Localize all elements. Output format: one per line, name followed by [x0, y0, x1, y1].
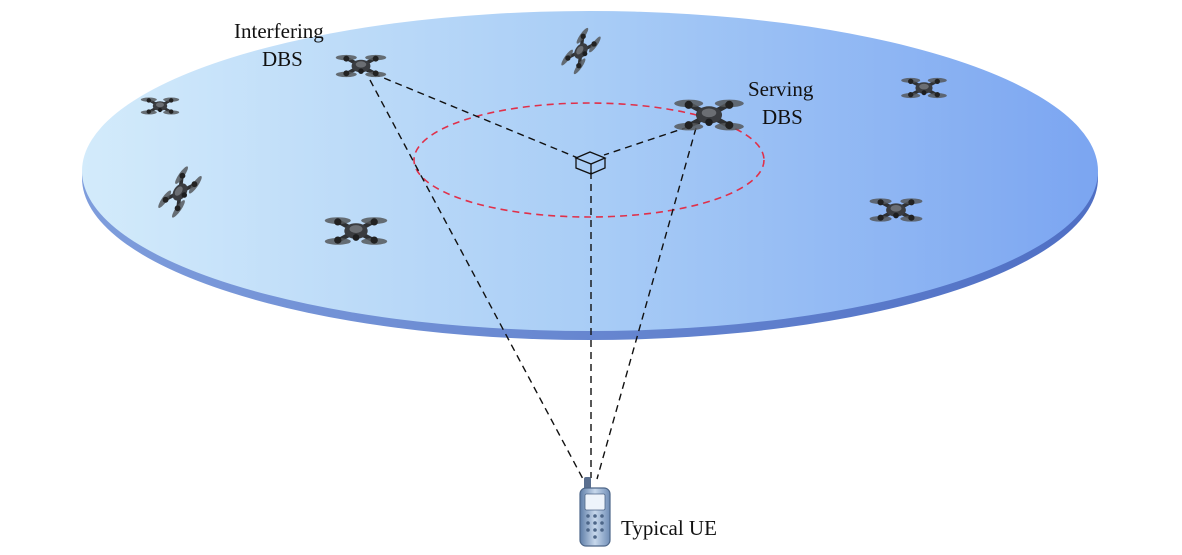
- link-interfering-to-center: [361, 68, 579, 159]
- phone-icon: [579, 477, 611, 547]
- link-interfering-to-ue: [369, 79, 584, 480]
- interfering-label-line1: Interfering: [234, 19, 324, 43]
- serving-label-line2: DBS: [762, 105, 803, 129]
- ue-label: Typical UE: [621, 516, 717, 540]
- serving-label-line1: Serving: [748, 77, 814, 101]
- coverage-disk: [82, 11, 1098, 340]
- link-serving-to-ue: [596, 127, 697, 480]
- link-lines: [361, 68, 701, 480]
- projection-point-marker: [574, 151, 607, 175]
- interfering-label-line2: DBS: [262, 47, 303, 71]
- serving-region-circle: [413, 102, 765, 218]
